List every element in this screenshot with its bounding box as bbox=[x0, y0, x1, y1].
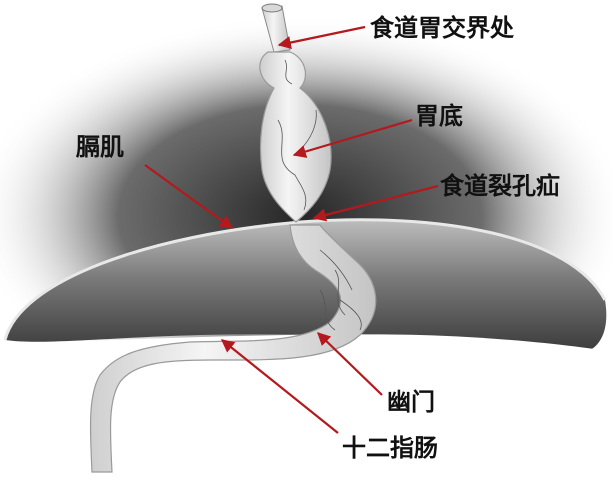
diaphragm-dome bbox=[5, 219, 607, 350]
arrow-duodenum bbox=[220, 339, 339, 434]
label-ge-junction: 食道胃交界处 bbox=[370, 14, 514, 42]
label-hiatal-hernia: 食道裂孔疝 bbox=[440, 172, 560, 200]
label-fundus: 胃底 bbox=[415, 102, 463, 130]
arrow-hiatal-hernia bbox=[312, 184, 439, 222]
label-arrows bbox=[144, 25, 439, 434]
arrow-pylorus bbox=[317, 332, 383, 396]
arrow-diaphragm bbox=[144, 164, 234, 229]
label-diaphragm: 膈肌 bbox=[75, 133, 124, 161]
label-pylorus: 幽门 bbox=[387, 388, 435, 416]
label-duodenum: 十二指肠 bbox=[342, 434, 438, 462]
esophagus-opening bbox=[261, 3, 283, 13]
arrow-fundus bbox=[292, 118, 413, 158]
blood-vessels bbox=[277, 59, 362, 331]
diaphragm-rim bbox=[3, 218, 607, 341]
herniated-stomach bbox=[259, 51, 332, 223]
arrow-ge-junction bbox=[277, 25, 366, 50]
